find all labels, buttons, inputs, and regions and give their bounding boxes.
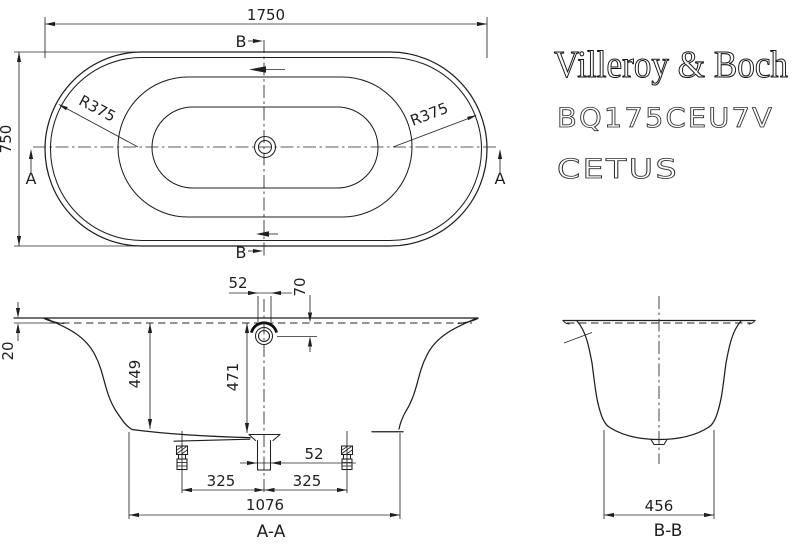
bb-wall-right bbox=[708, 320, 742, 428]
dim-text-449: 449 bbox=[126, 360, 144, 389]
brand-series-name: CETUS bbox=[557, 154, 679, 185]
radius-callout-left: R375 bbox=[58, 91, 139, 148]
marker-a-left-label: A bbox=[26, 169, 37, 188]
dim-text-1076: 1076 bbox=[246, 496, 284, 514]
dim-depth-center: 471 bbox=[224, 323, 250, 433]
dim-bottom-width: 456 bbox=[603, 430, 715, 519]
bb-drain-bump bbox=[650, 438, 668, 446]
dim-text-471: 471 bbox=[224, 363, 242, 392]
marker-b-top-label: B bbox=[236, 32, 247, 51]
aa-drain-pipe bbox=[248, 433, 281, 471]
section-bb-view: 456 B-B bbox=[562, 296, 756, 541]
section-marker-a-right: A bbox=[495, 149, 506, 188]
bb-surface-tick bbox=[563, 332, 593, 344]
aa-foot-left bbox=[175, 431, 189, 493]
plan-inner-rim bbox=[49, 56, 483, 242]
radius-text-right: R375 bbox=[408, 99, 451, 130]
aa-bottom-left bbox=[131, 428, 251, 439]
dim-text-325-left: 325 bbox=[207, 472, 236, 490]
section-marker-b-bottom: B bbox=[236, 231, 278, 262]
plan-bowl-bottom-edge bbox=[151, 106, 379, 189]
aa-bottom-under bbox=[173, 438, 251, 442]
brand-model-code: BQ175CEU7V bbox=[557, 103, 774, 134]
bb-wall-left bbox=[576, 320, 610, 428]
bb-rim-lip-left bbox=[562, 319, 570, 325]
dim-rim-drop: 20 bbox=[0, 302, 21, 361]
aa-wall-right bbox=[398, 317, 477, 430]
dim-foot-offsets: 325 325 bbox=[182, 472, 347, 493]
section-marker-b-top: B bbox=[236, 32, 285, 73]
section-marker-a-left: A bbox=[26, 149, 37, 188]
dim-text-456: 456 bbox=[645, 497, 674, 515]
dim-overflow-width: 52 bbox=[228, 274, 292, 322]
marker-b-bottom-label: B bbox=[236, 243, 247, 262]
dim-text-325-right: 325 bbox=[293, 472, 322, 490]
dim-length: 1750 bbox=[44, 6, 488, 58]
brand-logo-text: Villeroy & Boch bbox=[554, 44, 788, 86]
plan-outer-rim bbox=[44, 51, 488, 247]
aa-foot-right bbox=[340, 431, 354, 493]
dim-text-20: 20 bbox=[0, 341, 17, 360]
dim-text-1750: 1750 bbox=[247, 6, 285, 24]
dim-text-70: 70 bbox=[291, 277, 309, 296]
dim-text-52-bottom: 52 bbox=[304, 445, 323, 463]
section-aa-view: 20 52 70 449 bbox=[0, 274, 479, 542]
radius-callout-right: R375 bbox=[392, 99, 477, 148]
bb-rim-lip-right bbox=[748, 319, 756, 325]
dim-depth-inner: 449 bbox=[126, 323, 153, 429]
aa-wall-left bbox=[45, 317, 133, 431]
marker-a-right-label: A bbox=[495, 169, 506, 188]
section-bb-label: B-B bbox=[654, 521, 683, 541]
section-aa-label: A-A bbox=[257, 522, 286, 542]
dim-text-750: 750 bbox=[0, 125, 15, 154]
dim-text-52-top: 52 bbox=[228, 274, 247, 292]
dim-overflow-depth: 70 bbox=[277, 277, 317, 352]
dim-width: 750 bbox=[0, 51, 146, 247]
brand-block: Villeroy & Boch BQ175CEU7V CETUS bbox=[553, 43, 788, 185]
radius-text-left: R375 bbox=[76, 91, 119, 125]
dim-drain-width: 52 bbox=[240, 445, 356, 466]
dim-overall-base: 1076 bbox=[128, 432, 401, 519]
plan-view: 1750 750 R375 R375 B bbox=[0, 6, 506, 262]
